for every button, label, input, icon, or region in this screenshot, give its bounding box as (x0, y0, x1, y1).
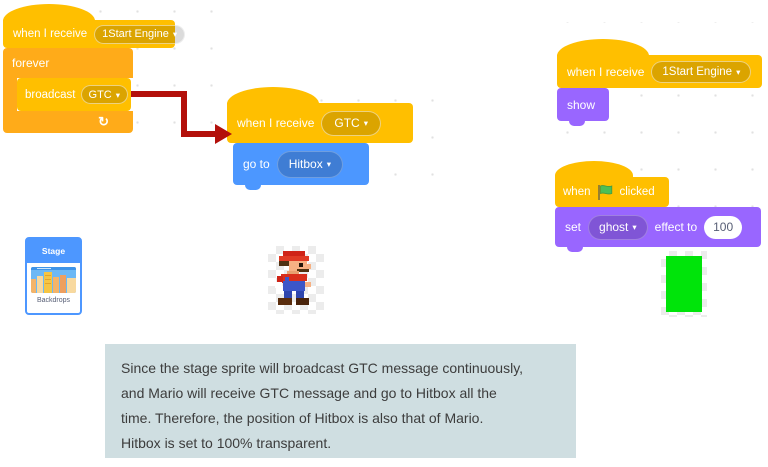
broadcast-dropdown[interactable]: GTC ▾ (80, 85, 129, 104)
block-set-ghost-effect[interactable]: set ghost ▾ effect to 100 (555, 207, 761, 252)
forever-header: forever (3, 48, 133, 78)
block-when-i-receive-start-engine[interactable]: when I receive 1Start Engine ▾ (557, 39, 762, 88)
note-line: time. Therefore, the position of Hitbox … (121, 410, 484, 426)
hitbox-sprite-container (661, 251, 707, 317)
chevron-down-icon: ▾ (172, 29, 178, 40)
backdrop-thumbnail (31, 267, 76, 293)
broadcast-dropdown-value: GTC (88, 88, 112, 101)
message-dropdown-value: GTC (334, 116, 360, 130)
loop-arrow-icon: ↻ (98, 114, 109, 129)
effect-dropdown-value: ghost (599, 220, 629, 234)
block-broadcast-gtc[interactable]: broadcast GTC ▾ (17, 78, 131, 111)
backdrops-label: Backdrops (36, 297, 71, 304)
effect-to-label: effect to (654, 220, 698, 234)
chevron-down-icon: ▾ (736, 66, 741, 77)
script-stage-broadcast-loop: when I receive 1Start Engine ▾ forever b… (3, 4, 186, 133)
when-receive-label: when I receive (13, 28, 88, 40)
message-dropdown-value: 1Start Engine (102, 28, 169, 40)
chevron-down-icon: ▾ (326, 159, 331, 170)
note-line: Since the stage sprite will broadcast GT… (121, 360, 524, 376)
forever-label: forever (12, 56, 50, 70)
broadcast-label: broadcast (25, 88, 76, 101)
show-label: show (567, 97, 596, 112)
note-box: Since the stage sprite will broadcast GT… (105, 344, 576, 458)
goto-label: go to (243, 157, 270, 171)
goto-target-value: Hitbox (288, 157, 323, 171)
message-dropdown[interactable]: GTC ▾ (321, 110, 381, 136)
effect-dropdown[interactable]: ghost ▾ (588, 214, 648, 240)
effect-value-input[interactable]: 100 (704, 215, 743, 239)
green-flag-icon (597, 184, 612, 200)
forever-footer: ↻ (3, 111, 133, 133)
when-receive-label: when I receive (567, 64, 645, 79)
when-receive-label: when I receive (237, 116, 315, 130)
block-when-i-receive-start-engine[interactable]: when I receive 1Start Engine ▾ (3, 4, 186, 48)
mario-sprite (275, 251, 311, 305)
mario-sprite-container (268, 246, 324, 314)
hitbox-rectangle (666, 256, 702, 312)
block-show[interactable]: show (557, 88, 609, 126)
script-mario-show: when I receive 1Start Engine ▾ show (557, 39, 762, 126)
message-dropdown-value: 1Start Engine (662, 65, 733, 78)
block-when-flag-clicked[interactable]: when clicked (555, 161, 669, 207)
message-dropdown[interactable]: 1Start Engine ▾ (94, 24, 186, 44)
clicked-label: clicked (619, 186, 655, 198)
stage-panel-title: Stage (27, 239, 80, 263)
block-forever[interactable]: forever broadcast GTC ▾ ↻ (3, 48, 175, 133)
message-dropdown[interactable]: 1Start Engine ▾ (651, 60, 752, 83)
script-hitbox-ghost: when clicked set ghost ▾ effect to 100 (555, 161, 761, 252)
script-mario-goto-hitbox: when I receive GTC ▾ go to Hitbox ▾ (227, 87, 413, 190)
note-line: Hitbox is set to 100% transparent. (121, 435, 332, 451)
when-label: when (563, 186, 591, 198)
note-line: and Mario will receive GTC message and g… (121, 385, 497, 401)
chevron-down-icon: ▾ (363, 118, 368, 129)
goto-target-dropdown[interactable]: Hitbox ▾ (276, 150, 343, 178)
forever-spine (3, 78, 17, 111)
block-go-to-hitbox[interactable]: go to Hitbox ▾ (233, 143, 369, 190)
chevron-down-icon: ▾ (632, 222, 637, 233)
chevron-down-icon: ▾ (115, 89, 121, 100)
stage-panel[interactable]: Stage Backdrops (25, 237, 82, 315)
set-label: set (565, 220, 582, 234)
block-when-i-receive-gtc[interactable]: when I receive GTC ▾ (227, 87, 413, 143)
